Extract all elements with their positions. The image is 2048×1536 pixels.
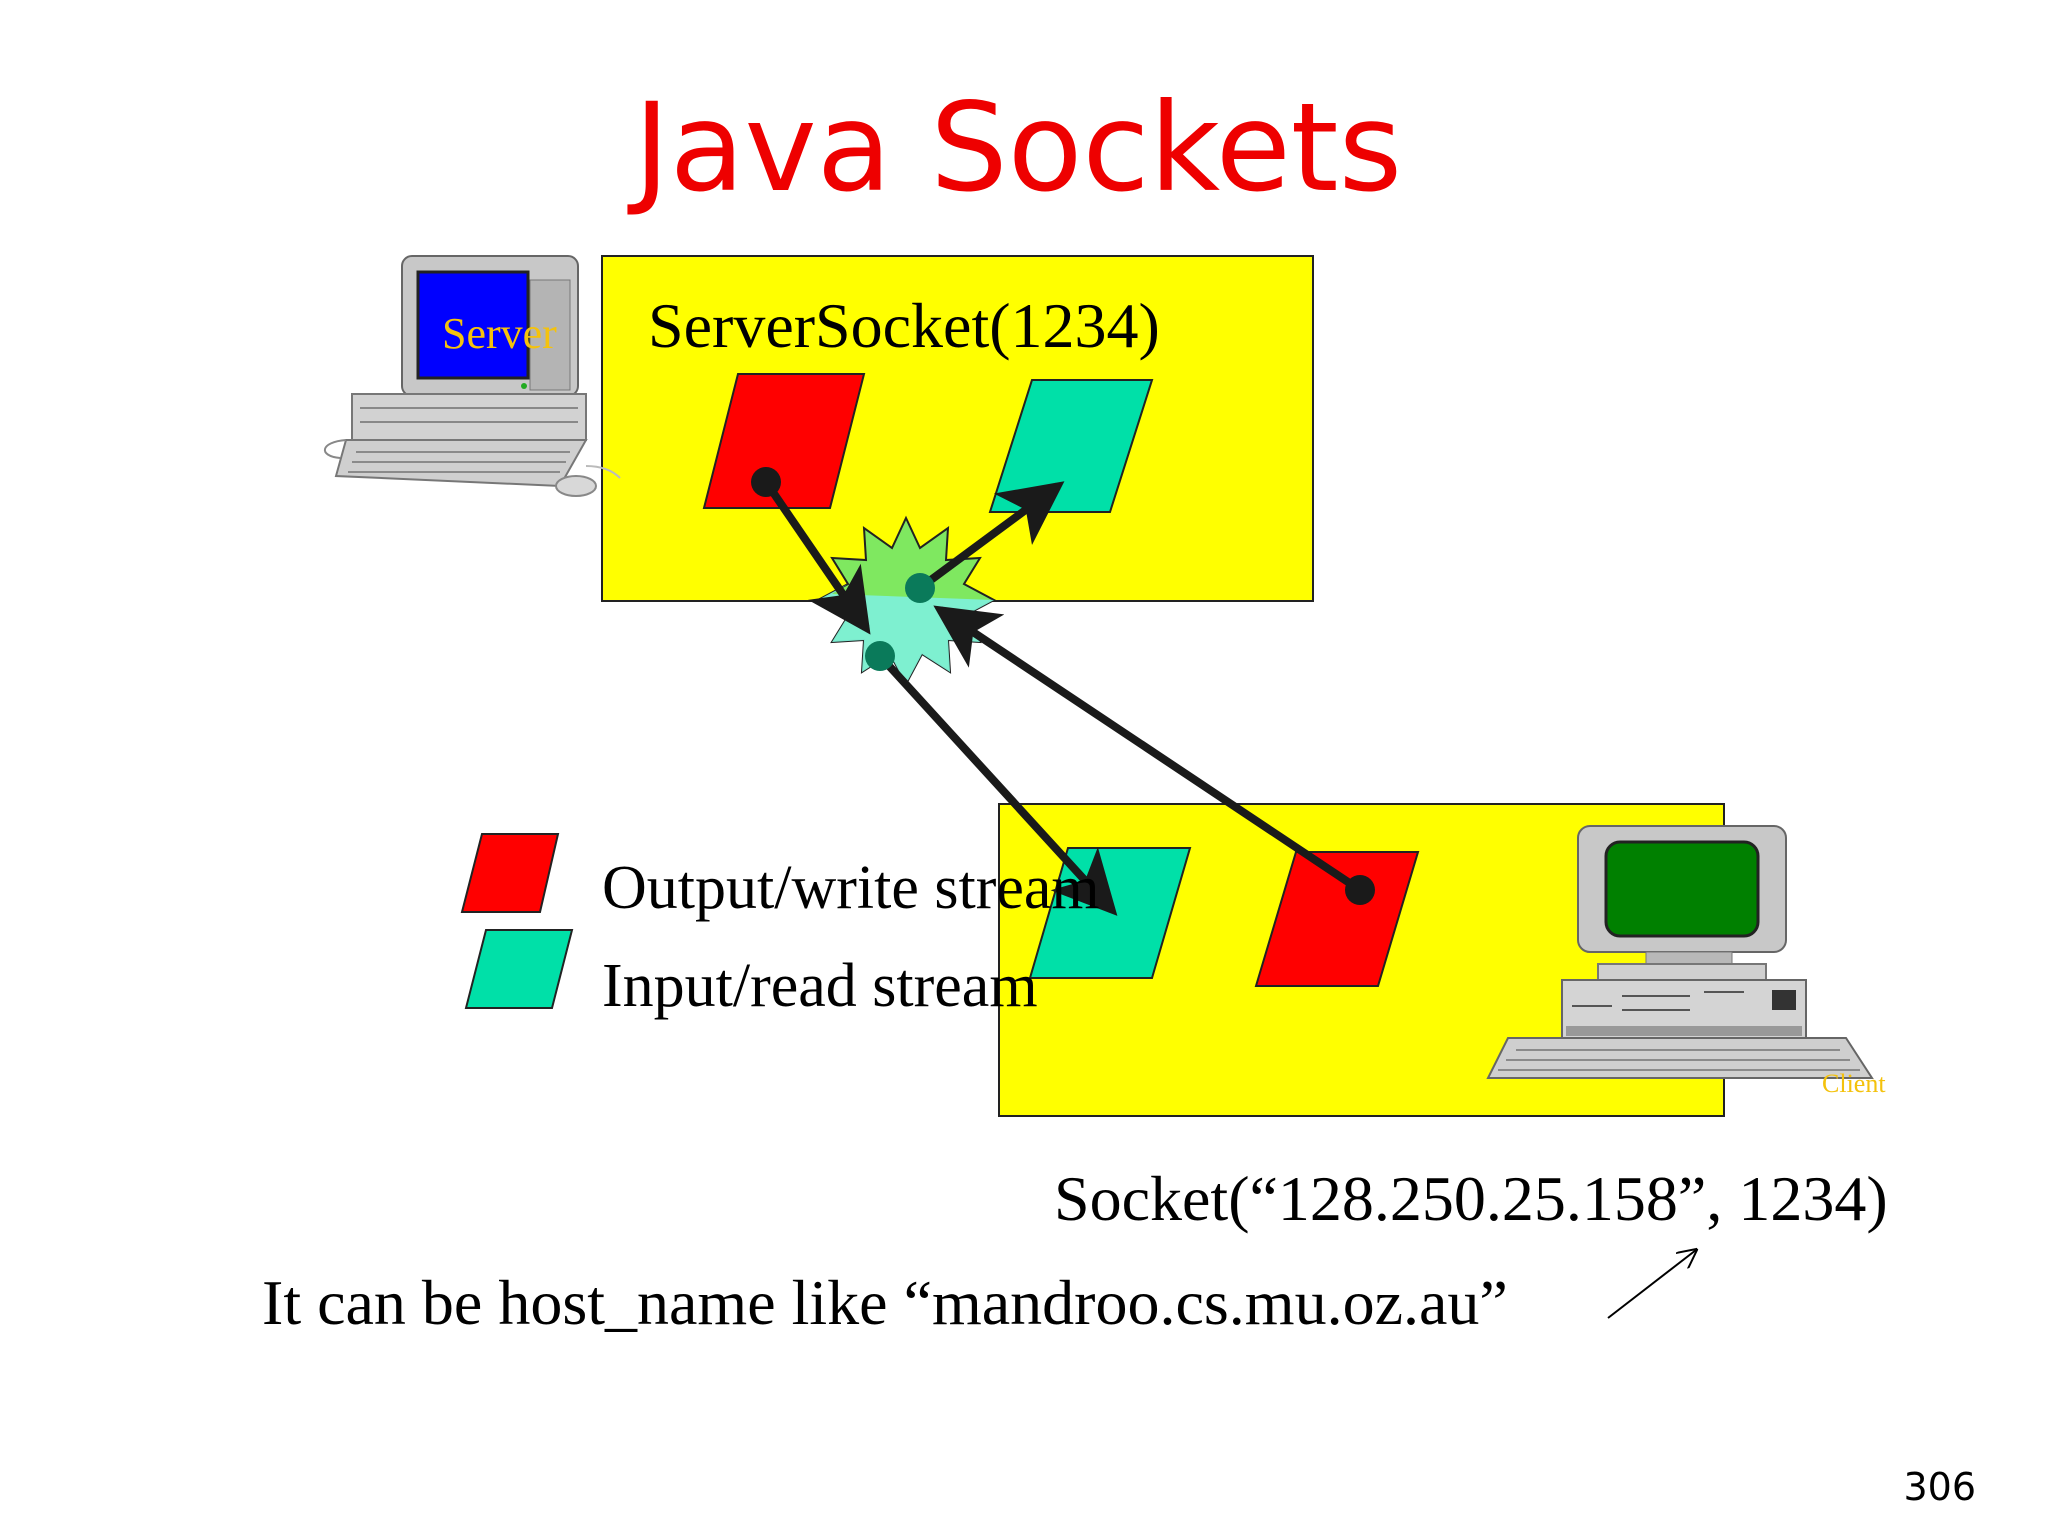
- host-name-note: It can be host_name like “mandroo.cs.mu.…: [262, 1267, 1508, 1338]
- client-computer-label: Client: [1822, 1069, 1886, 1098]
- connection-lines: [751, 467, 1375, 916]
- server-input-stream: [988, 379, 1154, 513]
- client-computer-icon: Client: [1486, 825, 1886, 1098]
- burst-to-client-input-arrow: [877, 653, 1118, 916]
- client-output-to-burst-arrow: [933, 605, 1363, 894]
- client-socket-call: Socket(“128.250.25.158”, 1234): [1054, 1163, 1888, 1234]
- server-output-to-burst-arrow: [762, 479, 871, 635]
- server-output-stream: [702, 373, 866, 509]
- client-output-stream: [1254, 851, 1420, 987]
- server-computer-icon: Server: [324, 255, 621, 497]
- slide-title: Java Sockets: [627, 77, 1402, 219]
- legend: Output/write stream Input/read stream: [460, 833, 1100, 1020]
- legend-input-label: Input/read stream: [602, 952, 1038, 1020]
- legend-input-swatch: [464, 929, 574, 1009]
- page-number: 306: [1903, 1465, 1976, 1509]
- burst-to-server-input-arrow: [917, 481, 1065, 592]
- legend-output-swatch: [460, 833, 560, 913]
- server-computer-label: Server: [442, 309, 557, 358]
- note-arrow: [1607, 1250, 1696, 1319]
- legend-output-label: Output/write stream: [602, 854, 1100, 922]
- server-socket-box: [601, 255, 1314, 602]
- server-socket-call: ServerSocket(1234): [648, 290, 1160, 361]
